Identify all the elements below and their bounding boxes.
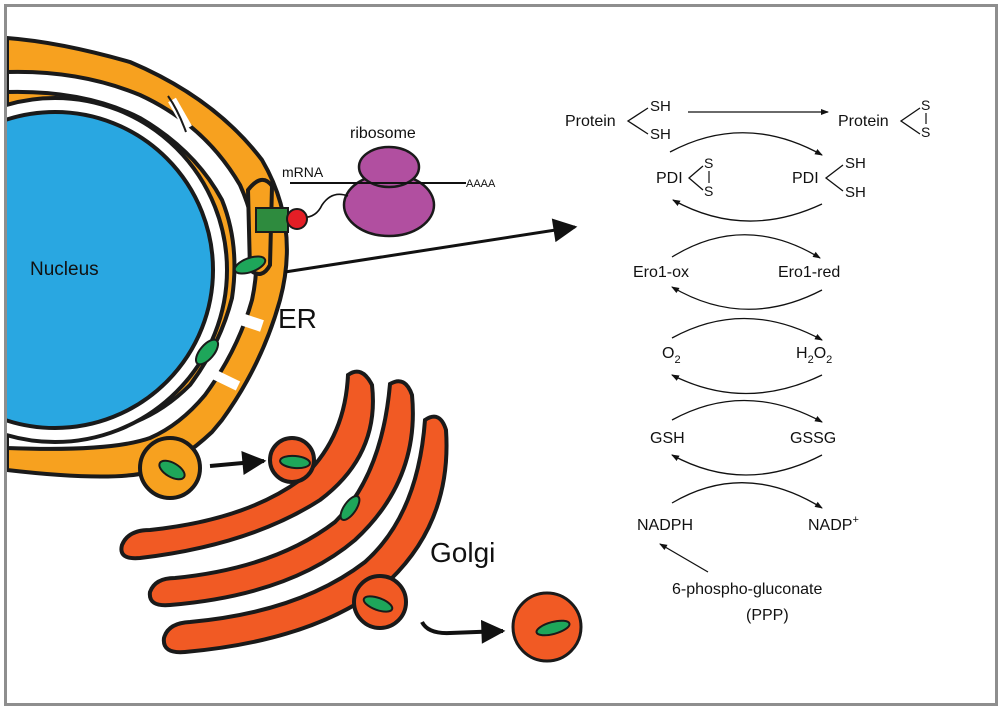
cargo-golgi-2 <box>339 495 361 521</box>
protein-oxidized: Protein <box>838 113 889 130</box>
protein-sh-top: SH <box>650 98 671 115</box>
nucleus <box>7 110 215 430</box>
pdi-sh-top: SH <box>845 155 866 172</box>
ribosome-label: ribosome <box>350 125 416 142</box>
source-line-1: 6-phospho-gluconate <box>672 581 822 598</box>
cargo-secretory <box>535 619 571 637</box>
golgi-to-vesicle-arrow <box>420 619 506 644</box>
pdi-reduced-bonds <box>824 164 844 192</box>
source-line-2: (PPP) <box>746 607 789 624</box>
pdi-sh-bottom: SH <box>845 184 866 201</box>
protein-sh-bottom: SH <box>650 126 671 143</box>
cargo-golgi-1 <box>279 454 311 470</box>
ero1-red: Ero1-red <box>778 264 840 281</box>
protein-oxidized-bonds <box>899 107 921 135</box>
protein-s-top: S <box>921 97 930 113</box>
nucleus-label: Nucleus <box>30 259 99 280</box>
golgi-cisterna-3 <box>161 414 449 655</box>
gsh-label: GSH <box>650 430 685 447</box>
ribosome-small-subunit <box>357 145 421 189</box>
mrna-label: mRNA <box>282 164 324 180</box>
pdi-s-bottom: S <box>704 183 713 199</box>
peroxide-consumption-arc <box>671 374 823 395</box>
zoom-arrow <box>284 218 578 274</box>
er-to-golgi-arrow <box>209 451 267 475</box>
gssg-label: GSSG <box>790 430 836 447</box>
h2o2-h: H <box>796 345 808 362</box>
hydrogen-peroxide-label: H2O2 <box>796 345 832 366</box>
golgi-apparatus <box>119 369 449 655</box>
h2o2-sub-1: 2 <box>808 354 814 366</box>
h2o2-o: O <box>814 345 826 362</box>
pdi-oxidized-bonds <box>688 165 704 191</box>
glutathione-reduction-arc <box>671 454 823 476</box>
golgi-label: Golgi <box>430 537 495 568</box>
pdi-reduced: PDI <box>792 170 819 187</box>
ero1-reduction-arc <box>671 234 821 259</box>
nadph-oxidation-arc <box>671 482 823 509</box>
nadp-base: NADP <box>808 517 852 534</box>
pdi-s-top: S <box>704 155 713 171</box>
oxygen-label: O2 <box>662 345 681 366</box>
cargo-er-vesicle <box>158 459 186 481</box>
nadp-superscript: + <box>852 514 858 526</box>
o2-subscript: 2 <box>674 354 680 366</box>
er-break-mid <box>230 310 264 332</box>
cargo-er-2 <box>194 338 220 366</box>
translocon <box>255 207 289 233</box>
pdi-reduction-arc <box>669 132 823 156</box>
nadph-label: NADPH <box>637 517 693 534</box>
protein-s-bottom: S <box>921 124 930 140</box>
ero1-reoxidation-arc <box>671 286 823 310</box>
pdi-reoxidation-arc <box>672 199 823 222</box>
oxygen-reduction-arc <box>671 317 823 341</box>
peptide-signal <box>286 208 308 230</box>
cargo-golgi-3 <box>362 595 394 613</box>
golgi-cisterna-2 <box>147 379 415 608</box>
redox-pathway: Protein SH SH Protein S S PDI S S PDI SH… <box>565 97 930 624</box>
figure-frame <box>4 4 998 706</box>
protein-reduced: Protein <box>565 113 616 130</box>
er-break-low <box>202 365 241 391</box>
pdi-oxidized: PDI <box>656 170 683 187</box>
ppp-supply-arrow <box>659 543 709 573</box>
polya-tail: AAAA <box>466 178 496 190</box>
nadp-label: NADP+ <box>808 514 859 534</box>
er-label: ER <box>278 303 317 334</box>
o2-symbol: O <box>662 345 674 362</box>
cargo-er-1 <box>233 255 267 275</box>
h2o2-sub-2: 2 <box>826 354 832 366</box>
ero1-ox: Ero1-ox <box>633 264 689 281</box>
protein-reduced-bonds <box>626 107 649 135</box>
glutathione-oxidation-arc <box>671 399 823 423</box>
er-break-top-edge <box>167 95 187 133</box>
